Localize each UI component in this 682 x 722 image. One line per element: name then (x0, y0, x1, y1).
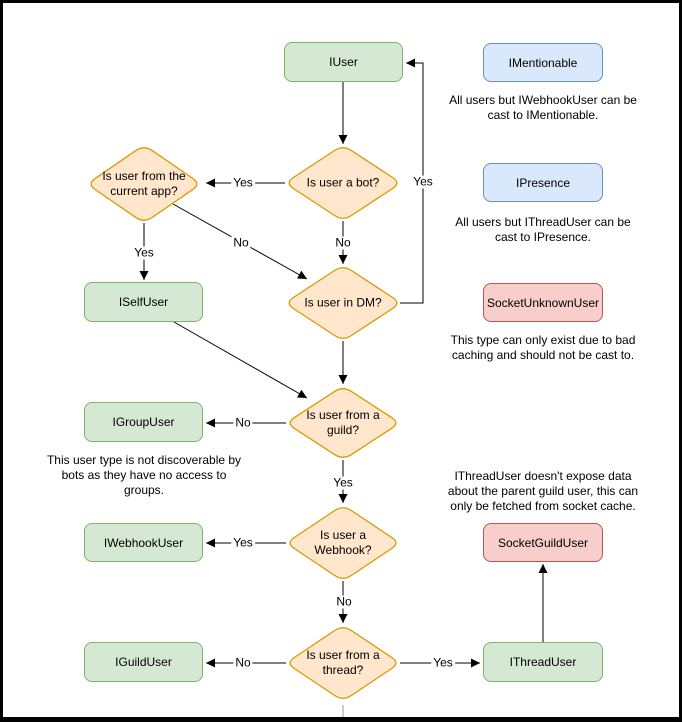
decision-shape-from-guild (289, 388, 397, 458)
node-igroupuser: IGroupUser (84, 402, 203, 442)
note-imentionable: All users but IWebhookUser can be cast t… (449, 93, 637, 122)
note-ithreaduser: IThreadUser doesn't expose data about th… (447, 469, 639, 513)
note-ipresence: All users but IThreadUser can be cast to… (455, 215, 631, 244)
node-igroupuser-label: IGroupUser (112, 415, 175, 429)
decision-shape-is-bot (288, 147, 398, 219)
decision-shape-from-current-app (90, 147, 198, 221)
node-socketunknownuser: SocketUnknownUser (483, 283, 603, 322)
node-ithreaduser: IThreadUser (483, 642, 603, 682)
note-igroupuser: This user type is not discoverable by bo… (46, 453, 242, 497)
decision-shape-is-webhook (289, 507, 397, 579)
node-socketguilduser-label: SocketGuildUser (497, 535, 589, 550)
edge-label-webhook-yes: Yes (231, 535, 255, 550)
note-socketunknownuser: This type can only exist due to bad cach… (450, 333, 636, 362)
decision-from-thread: Is user from a thread? (306, 648, 380, 677)
node-socketunknownuser-label: SocketUnknownUser (486, 295, 600, 310)
decision-in-dm: Is user in DM? (304, 295, 382, 310)
node-iwebhookuser: IWebhookUser (84, 523, 203, 562)
decision-is-bot: Is user a bot? (306, 175, 380, 190)
node-ithreaduser-label: IThreadUser (509, 655, 577, 669)
edge-label-app-no: No (231, 235, 251, 250)
node-ipresence: IPresence (483, 163, 603, 202)
decision-is-webhook: Is user a Webhook? (314, 528, 372, 557)
node-socketguilduser: SocketGuildUser (483, 523, 603, 562)
node-iselfuser-label: ISelfUser (118, 295, 169, 309)
decision-from-current-app: Is user from the current app? (102, 169, 186, 198)
decision-from-guild: Is user from a guild? (306, 408, 380, 437)
edge-label-app-yes: Yes (132, 245, 156, 260)
node-iguilduser: IGuildUser (84, 642, 203, 682)
edge-label-bot-yes: Yes (231, 175, 255, 190)
edge-label-bot-no: No (333, 235, 353, 250)
edges-and-shapes-layer (90, 58, 548, 717)
node-iuser: IUser (284, 42, 403, 82)
decision-shape-from-thread (289, 627, 397, 699)
node-iselfuser: ISelfUser (84, 282, 203, 322)
node-ipresence-label: IPresence (515, 175, 571, 190)
decision-shape-in-dm (288, 267, 398, 339)
edge-label-guild-no: No (233, 415, 253, 430)
edge-label-guild-yes: Yes (331, 475, 355, 490)
node-iguilduser-label: IGuildUser (115, 655, 172, 669)
node-imentionable-label: IMentionable (508, 55, 578, 70)
edge-label-dm-yes: Yes (411, 174, 435, 189)
edge-label-thread-no: No (233, 655, 253, 670)
node-imentionable: IMentionable (483, 43, 603, 82)
node-iuser-label: IUser (329, 55, 358, 69)
edge-label-webhook-no: No (334, 594, 354, 609)
edge-selfuser-to-guild (173, 321, 308, 399)
edge-label-thread-yes: Yes (431, 655, 455, 670)
node-iwebhookuser-label: IWebhookUser (103, 535, 184, 550)
